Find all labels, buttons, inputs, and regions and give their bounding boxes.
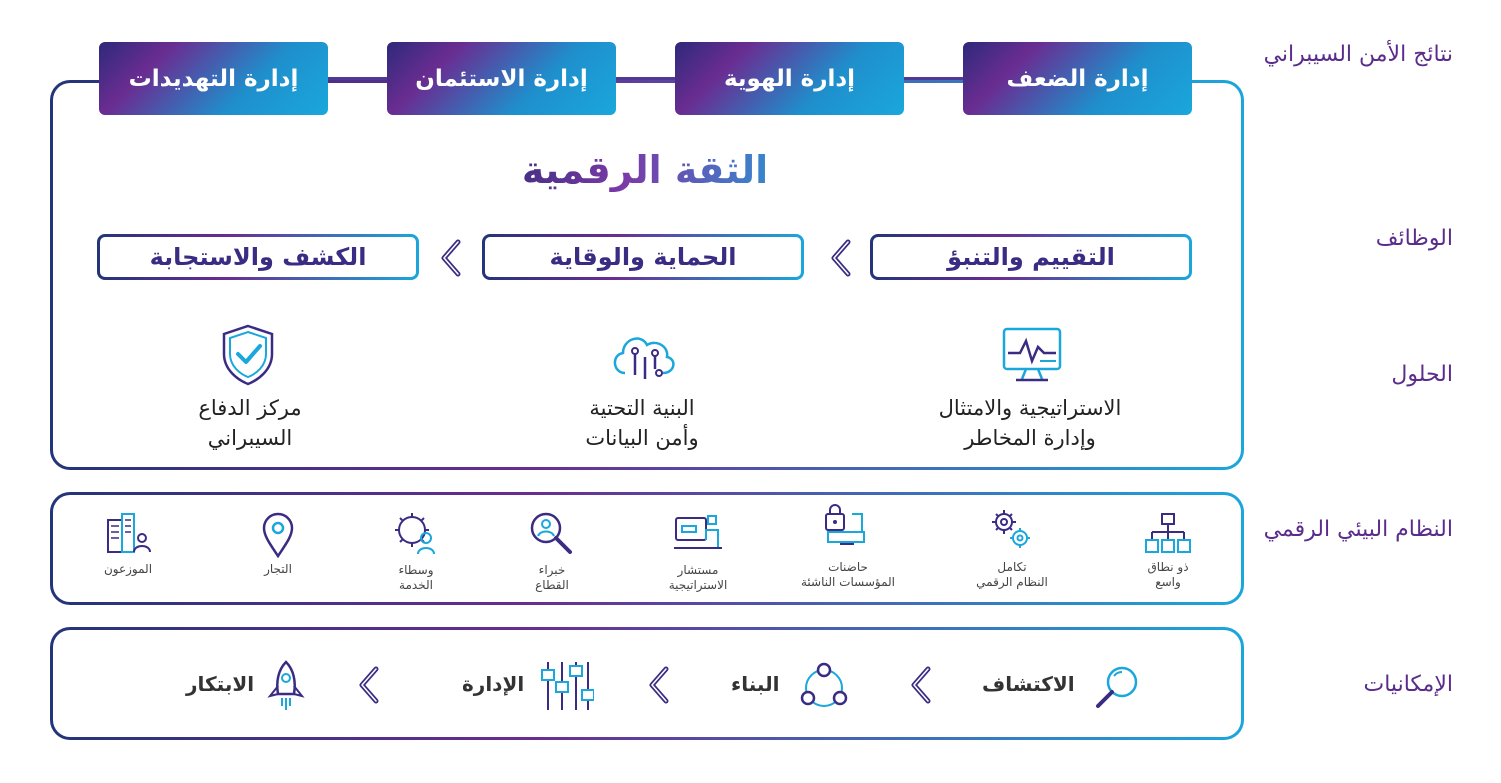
buildings-person-icon bbox=[107, 513, 151, 553]
rocket-icon bbox=[267, 660, 305, 710]
ecosystem-line: وسطاء bbox=[398, 563, 434, 577]
ecosystem-line: واسع bbox=[1155, 575, 1181, 589]
ecosystem-item-strategy-advisor: مستشار الاستراتيجية bbox=[638, 563, 758, 593]
ecosystem-item-service-brokers: وسطاء الخدمة bbox=[356, 563, 476, 593]
computer-user-icon bbox=[674, 515, 722, 549]
capabilities-box bbox=[50, 627, 1244, 740]
solution-line: السيبراني bbox=[207, 426, 293, 450]
lock-computer-icon bbox=[825, 504, 865, 545]
monitor-chart-icon bbox=[1002, 327, 1062, 382]
page-title: الثقة الرقمية bbox=[460, 148, 830, 192]
ecosystem-line: تكامل bbox=[997, 560, 1027, 574]
ecosystem-box bbox=[50, 492, 1244, 605]
ecosystem-line: ذو نطاق bbox=[1147, 560, 1189, 574]
function-protect-prevent[interactable]: الحماية والوقاية bbox=[482, 234, 804, 280]
ecosystem-item-broad-scope: ذو نطاق واسع bbox=[1108, 560, 1228, 590]
solution-cyber-defense-center: مركز الدفاع السيبراني bbox=[140, 393, 360, 453]
ecosystem-line: مستشار bbox=[677, 563, 719, 577]
solution-infrastructure-data: البنية التحتية وأمن البيانات bbox=[522, 393, 762, 453]
row-label-ecosystem: النظام البيئي الرقمي bbox=[1263, 517, 1453, 542]
sliders-icon bbox=[541, 662, 594, 710]
ecosystem-line: حاضنات bbox=[828, 560, 868, 574]
chevron-left-icon bbox=[441, 239, 461, 277]
shield-check-icon bbox=[222, 324, 274, 386]
ecosystem-item-distributors: الموزعون bbox=[68, 562, 188, 577]
network-circle-icon bbox=[800, 662, 848, 707]
ecosystem-line: الخدمة bbox=[399, 578, 433, 592]
solution-line: وإدارة المخاطر bbox=[964, 426, 1096, 450]
row-label-functions: الوظائف bbox=[1375, 226, 1453, 251]
chevron-left-icon bbox=[831, 239, 851, 277]
cloud-circuit-icon bbox=[613, 337, 675, 379]
capability-management: الإدارة bbox=[462, 672, 525, 696]
row-label-solutions: الحلول bbox=[1391, 362, 1453, 387]
chevron-left-icon bbox=[649, 666, 669, 704]
solution-line: وأمن البيانات bbox=[585, 426, 699, 450]
ecosystem-line: القطاع bbox=[535, 578, 569, 592]
gears-icon bbox=[992, 510, 1030, 548]
outcome-threat-management[interactable]: إدارة التهديدات bbox=[99, 42, 328, 115]
ecosystem-item-merchants: التجار bbox=[218, 562, 338, 577]
solution-line: مركز الدفاع bbox=[198, 396, 302, 420]
solution-line: الاستراتيجية والامتثال bbox=[938, 396, 1122, 420]
location-pin-icon bbox=[262, 512, 294, 558]
function-assess-predict[interactable]: التقييم والتنبؤ bbox=[870, 234, 1192, 280]
connector-line bbox=[328, 77, 388, 80]
ecosystem-item-digital-integration: تكامل النظام الرقمي bbox=[952, 560, 1072, 590]
gear-person-icon bbox=[395, 513, 435, 555]
outcome-trust-management[interactable]: إدارة الاستئمان bbox=[387, 42, 616, 115]
ecosystem-line: المؤسسات الناشئة bbox=[800, 575, 896, 589]
row-label-outcomes: نتائج الأمن السيبراني bbox=[1263, 42, 1453, 67]
solution-strategy-compliance: الاستراتيجية والامتثال وإدارة المخاطر bbox=[900, 393, 1160, 453]
outcome-identity-management[interactable]: إدارة الهوية bbox=[675, 42, 904, 115]
outcome-vulnerability-management[interactable]: إدارة الضعف bbox=[963, 42, 1192, 115]
capability-discovery: الاكتشاف bbox=[982, 672, 1075, 696]
function-detect-respond[interactable]: الكشف والاستجابة bbox=[97, 234, 419, 280]
ecosystem-line: خبراء bbox=[538, 563, 566, 577]
chevron-left-icon bbox=[911, 666, 931, 704]
ecosystem-line: الموزعون bbox=[103, 562, 153, 576]
hierarchy-icon bbox=[1145, 513, 1191, 553]
ecosystem-item-incubators: حاضنات المؤسسات الناشئة bbox=[788, 560, 908, 590]
connector-line bbox=[904, 77, 964, 80]
solution-line: البنية التحتية bbox=[589, 396, 695, 420]
chevron-left-icon bbox=[359, 666, 379, 704]
search-person-icon bbox=[530, 512, 572, 554]
capability-building: البناء bbox=[731, 672, 780, 696]
ecosystem-line: التجار bbox=[264, 562, 292, 576]
row-label-capabilities: الإمكانيات bbox=[1363, 672, 1453, 697]
ecosystem-line: الاستراتيجية bbox=[668, 578, 728, 592]
connector-line bbox=[616, 77, 676, 80]
magnifier-icon bbox=[1096, 666, 1138, 708]
ecosystem-line: النظام الرقمي bbox=[976, 575, 1048, 589]
ecosystem-item-sector-experts: خبراء القطاع bbox=[492, 563, 612, 593]
capability-innovation: الابتكار bbox=[186, 672, 255, 696]
